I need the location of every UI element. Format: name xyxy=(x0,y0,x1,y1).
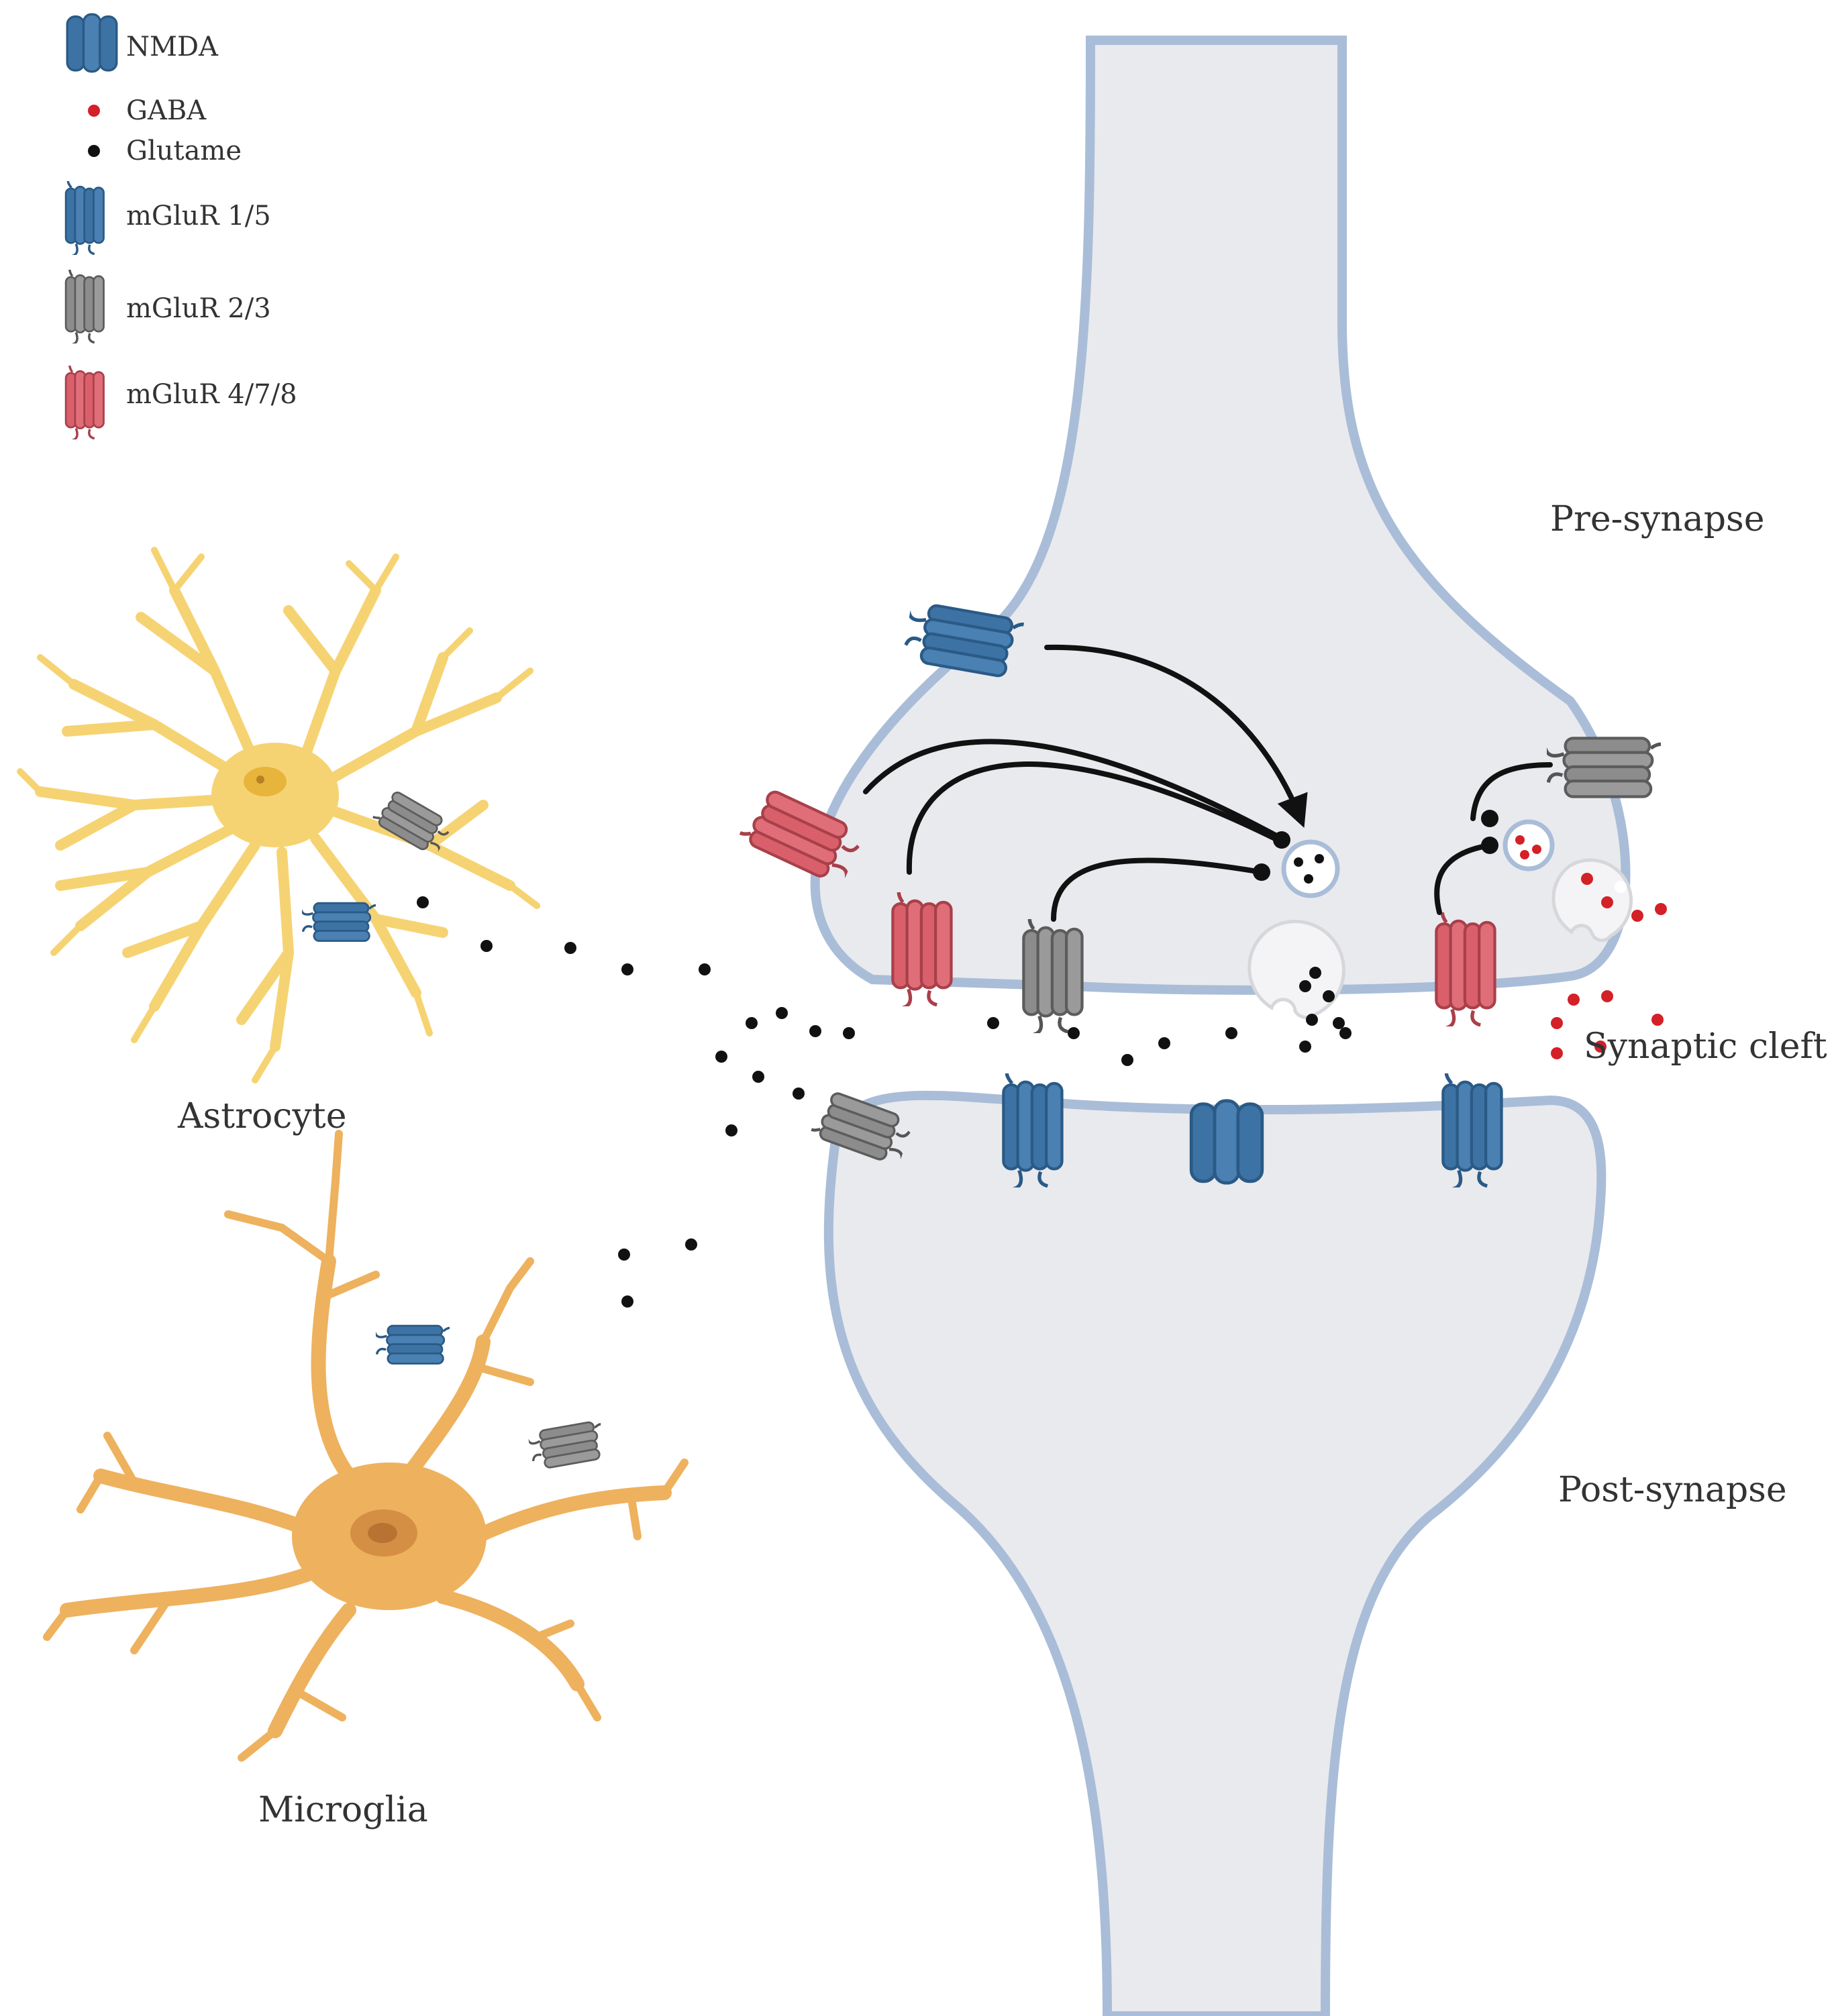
legend-mglur-4-7-8-icon xyxy=(64,366,105,439)
arrow-mglur1-5-to-vesicle xyxy=(1044,644,1308,828)
pre-mglur-4-7-8-center xyxy=(893,887,951,1008)
microglia-mglur-1-5 xyxy=(376,1324,450,1365)
legend-icons xyxy=(64,13,118,439)
legend-label-mglur-4-7-8: mGluR 4/7/8 xyxy=(126,379,297,410)
astrocyte-soma xyxy=(211,743,339,847)
label-astrocyte: Astrocyte xyxy=(178,1096,347,1136)
legend-mglur-1-5-icon xyxy=(64,181,105,255)
gaba-molecules xyxy=(1551,903,1667,1059)
label-synaptic-cleft: Synaptic cleft xyxy=(1584,1026,1827,1067)
microglia-receptors xyxy=(376,1324,608,1472)
pre-mglur-4-7-8-right xyxy=(1436,907,1494,1028)
inhibit-line-5 xyxy=(1470,762,1553,821)
label-microglia: Microglia xyxy=(258,1790,428,1830)
gaba-vesicle xyxy=(1502,819,1555,871)
vesicles xyxy=(1247,819,1633,1020)
legend-label-mglur-1-5: mGluR 1/5 xyxy=(126,201,271,231)
glutamate-vesicle xyxy=(1281,839,1340,898)
microglia-cell xyxy=(43,1130,689,1762)
inhibit-line-1 xyxy=(863,739,1284,841)
inhibit-line-3 xyxy=(1051,857,1264,922)
post-nmda xyxy=(1191,1101,1262,1183)
legend-label-gaba: GABA xyxy=(126,95,207,126)
glutamate-fusing-vesicle xyxy=(1247,920,1345,1020)
pre-mglur-2-3-center xyxy=(1023,914,1082,1035)
inhibition-endpoints xyxy=(1253,810,1498,881)
inhibit-line-2 xyxy=(906,761,1284,875)
legend-label-glutamate: Glutame xyxy=(126,136,242,166)
legend-label-mglur-2-3: mGluR 2/3 xyxy=(126,293,271,324)
astrocyte-cell xyxy=(17,547,540,1083)
legend-glutamate-icon xyxy=(88,145,100,157)
label-pre-synapse: Pre-synapse xyxy=(1550,499,1765,539)
signaling-pathways xyxy=(863,644,1553,922)
astrocyte-nucleus xyxy=(244,767,287,796)
legend-mglur-2-3-icon xyxy=(64,270,105,343)
legend-gaba-icon xyxy=(88,105,100,117)
microglia-mglur-2-3 xyxy=(526,1418,608,1472)
neuron-membrane xyxy=(810,36,1631,2016)
glutamate-molecules xyxy=(417,896,1352,1308)
post-synapse-terminal xyxy=(823,1090,1607,2016)
legend-label-nmda: NMDA xyxy=(126,32,218,62)
astrocyte-mglur-1-5 xyxy=(302,902,376,943)
label-post-synapse: Post-synapse xyxy=(1558,1470,1787,1510)
legend-nmda-icon xyxy=(66,13,118,73)
gaba-fusing-vesicle xyxy=(1551,858,1633,943)
inhibit-line-4 xyxy=(1434,843,1492,915)
